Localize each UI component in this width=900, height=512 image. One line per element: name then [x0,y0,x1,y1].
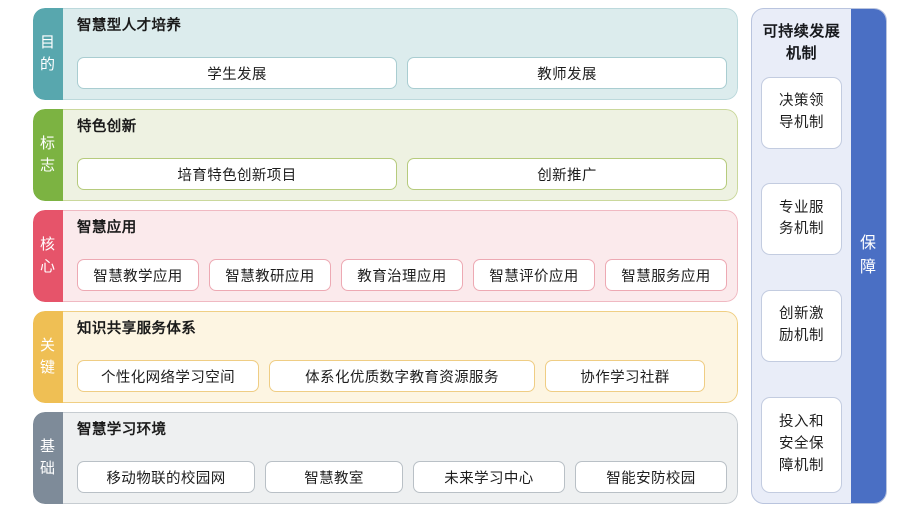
row-tab-char: 的 [39,56,56,73]
layer-rows: 目 的 智慧型人才培养 学生发展 教师发展 标 志 特色创新 培育特色创新项目 [33,8,738,504]
row-title: 知识共享服务体系 [77,321,197,337]
row-body-key: 知识共享服务体系 个性化网络学习空间 体系化优质数字教育资源服务 协作学习社群 [63,311,738,403]
row-title: 特色创新 [77,119,137,135]
row-items: 培育特色创新项目 创新推广 [77,158,727,192]
pill-item[interactable]: 协作学习社群 [545,360,705,392]
pill-item[interactable]: 教育治理应用 [341,259,463,291]
row-base[interactable]: 基 础 智慧学习环境 移动物联的校园网 智慧教室 未来学习中心 智能安防校园 [33,412,738,504]
row-core[interactable]: 核 心 智慧应用 智慧教学应用 智慧教研应用 教育治理应用 智慧评价应用 智慧服… [33,210,738,302]
pill-item[interactable]: 教师发展 [407,57,727,89]
row-body-core: 智慧应用 智慧教学应用 智慧教研应用 教育治理应用 智慧评价应用 智慧服务应用 [63,210,738,302]
row-tab-key: 关 键 [33,311,63,403]
support-item-label: 创新激励机制 [779,306,824,345]
row-items: 智慧教学应用 智慧教研应用 教育治理应用 智慧评价应用 智慧服务应用 [77,259,727,293]
row-body-base: 智慧学习环境 移动物联的校园网 智慧教室 未来学习中心 智能安防校园 [63,412,738,504]
support-bar-char: 保 [859,235,877,252]
pill-item[interactable]: 未来学习中心 [413,461,565,493]
support-item-list: 决策领导机制 专业服务机制 创新激励机制 投入和安全保障机制 [761,76,842,494]
row-tab-char: 目 [39,34,56,52]
support-item-label: 投入和安全保障机制 [779,414,824,474]
row-tab-char: 志 [39,157,56,174]
row-tab-char: 核 [39,236,56,254]
row-tab-char: 键 [39,359,56,376]
row-tab-char: 标 [39,135,56,153]
support-item[interactable]: 专业服务机制 [761,183,842,256]
row-body-mark: 特色创新 培育特色创新项目 创新推广 [63,109,738,201]
pill-item[interactable]: 智能安防校园 [575,461,727,493]
pill-item[interactable]: 智慧教学应用 [77,259,199,291]
pill-item[interactable]: 体系化优质数字教育资源服务 [269,360,535,392]
pill-item[interactable]: 移动物联的校园网 [77,461,255,493]
row-tab-char: 关 [39,337,56,355]
support-item[interactable]: 投入和安全保障机制 [761,396,842,493]
pill-item[interactable]: 智慧教研应用 [209,259,331,291]
support-bar: 保 障 [851,9,886,503]
pill-item[interactable]: 个性化网络学习空间 [77,360,259,392]
row-tab-mark: 标 志 [33,109,63,201]
pill-item[interactable]: 智慧教室 [265,461,403,493]
support-item-label: 专业服务机制 [779,199,824,238]
row-key[interactable]: 关 键 知识共享服务体系 个性化网络学习空间 体系化优质数字教育资源服务 协作学… [33,311,738,403]
pill-item[interactable]: 学生发展 [77,57,397,89]
row-tab-char: 心 [39,258,56,275]
support-panel-title: 可持续发展机制 [762,23,841,62]
row-body-goal: 智慧型人才培养 学生发展 教师发展 [63,8,738,100]
row-tab-base: 基 础 [33,412,63,504]
support-item-label: 决策领导机制 [779,92,824,131]
row-title: 智慧应用 [77,220,137,236]
row-title: 智慧型人才培养 [77,18,182,34]
pill-item[interactable]: 培育特色创新项目 [77,158,397,190]
pill-item[interactable]: 智慧评价应用 [473,259,595,291]
row-tab-char: 基 [39,438,56,456]
support-item[interactable]: 创新激励机制 [761,290,842,363]
row-tab-goal: 目 的 [33,8,63,100]
row-items: 个性化网络学习空间 体系化优质数字教育资源服务 协作学习社群 [77,360,727,394]
pill-item[interactable]: 创新推广 [407,158,727,190]
support-bar-char: 障 [859,259,877,276]
pill-item[interactable]: 智慧服务应用 [605,259,727,291]
row-title: 智慧学习环境 [77,422,167,438]
row-items: 移动物联的校园网 智慧教室 未来学习中心 智能安防校园 [77,461,727,495]
row-mark[interactable]: 标 志 特色创新 培育特色创新项目 创新推广 [33,109,738,201]
row-tab-core: 核 心 [33,210,63,302]
row-tab-char: 础 [39,460,56,477]
row-items: 学生发展 教师发展 [77,57,727,91]
support-panel[interactable]: 可持续发展机制 决策领导机制 专业服务机制 创新激励机制 投入和安全保障机制 保 [751,8,887,504]
support-item[interactable]: 决策领导机制 [761,76,842,149]
support-panel-body: 可持续发展机制 决策领导机制 专业服务机制 创新激励机制 投入和安全保障机制 [752,9,851,503]
row-goal[interactable]: 目 的 智慧型人才培养 学生发展 教师发展 [33,8,738,100]
